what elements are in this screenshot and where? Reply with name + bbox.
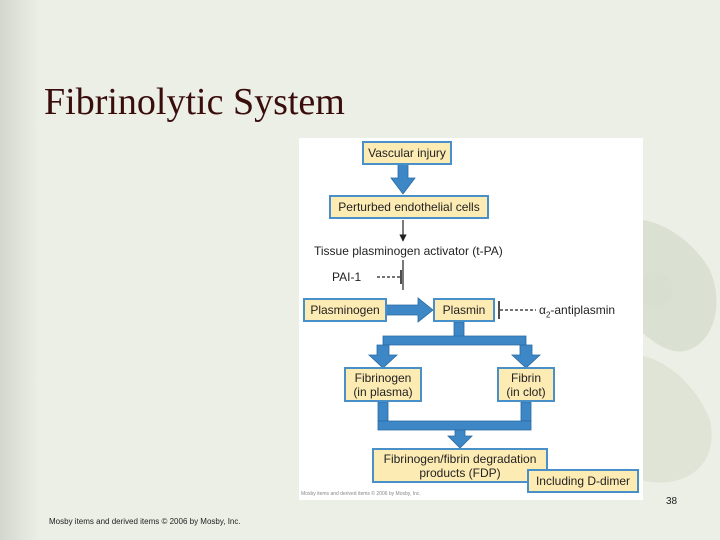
arrow-injury-to-cells	[391, 164, 415, 194]
arrow-to-fibrin	[512, 345, 540, 368]
node-fibrinogen-line1: Fibrinogen	[355, 371, 412, 385]
left-decorative-band	[0, 0, 40, 540]
node-fibrin: Fibrin (in clot)	[497, 367, 555, 402]
arrow-fibrinogen-down	[378, 402, 388, 421]
image-credit: Mosby items and derived items © 2006 by …	[301, 491, 421, 497]
node-fibrin-line1: Fibrin	[511, 371, 541, 385]
copyright-footer: Mosby items and derived items © 2006 by …	[49, 517, 241, 526]
node-fibrinogen: Fibrinogen (in plasma)	[344, 367, 422, 402]
arrow-merge-bar	[378, 421, 531, 430]
fibrinolysis-diagram: Vascular injury Perturbed endothelial ce…	[299, 138, 643, 500]
node-fdp-line2: products (FDP)	[419, 466, 500, 480]
arrow-fibrin-down	[521, 402, 531, 421]
antiplasmin-greek: α	[539, 303, 546, 317]
node-fdp: Fibrinogen/fibrin degradation products (…	[372, 448, 548, 483]
arrow-split-bar	[383, 336, 526, 345]
node-plasminogen-label: Plasminogen	[310, 303, 379, 317]
node-plasminogen: Plasminogen	[303, 298, 387, 322]
node-perturbed-cells: Perturbed endothelial cells	[329, 195, 489, 219]
node-fibrin-line2: (in clot)	[506, 385, 545, 399]
node-vascular-injury-label: Vascular injury	[368, 146, 446, 160]
arrow-to-fdp	[448, 430, 472, 448]
node-ddimer: Including D-dimer	[527, 469, 639, 493]
node-fibrinogen-line2: (in plasma)	[353, 385, 412, 399]
node-tpa: Tissue plasminogen activator (t-PA)	[314, 244, 503, 258]
node-pai1: PAI-1	[332, 270, 361, 284]
arrow-to-fibrinogen	[369, 345, 397, 368]
node-vascular-injury: Vascular injury	[362, 141, 452, 165]
page-number: 38	[666, 496, 677, 507]
node-ddimer-label: Including D-dimer	[536, 474, 630, 488]
node-perturbed-cells-label: Perturbed endothelial cells	[338, 200, 479, 214]
node-plasmin-label: Plasmin	[443, 303, 486, 317]
node-plasmin: Plasmin	[433, 298, 495, 322]
arrow-plasminogen-to-plasmin	[385, 298, 433, 322]
node-antiplasmin: α2-antiplasmin	[539, 303, 615, 319]
antiplasmin-text: -antiplasmin	[550, 303, 615, 317]
page-title: Fibrinolytic System	[44, 80, 345, 124]
node-fdp-line1: Fibrinogen/fibrin degradation	[384, 452, 537, 466]
